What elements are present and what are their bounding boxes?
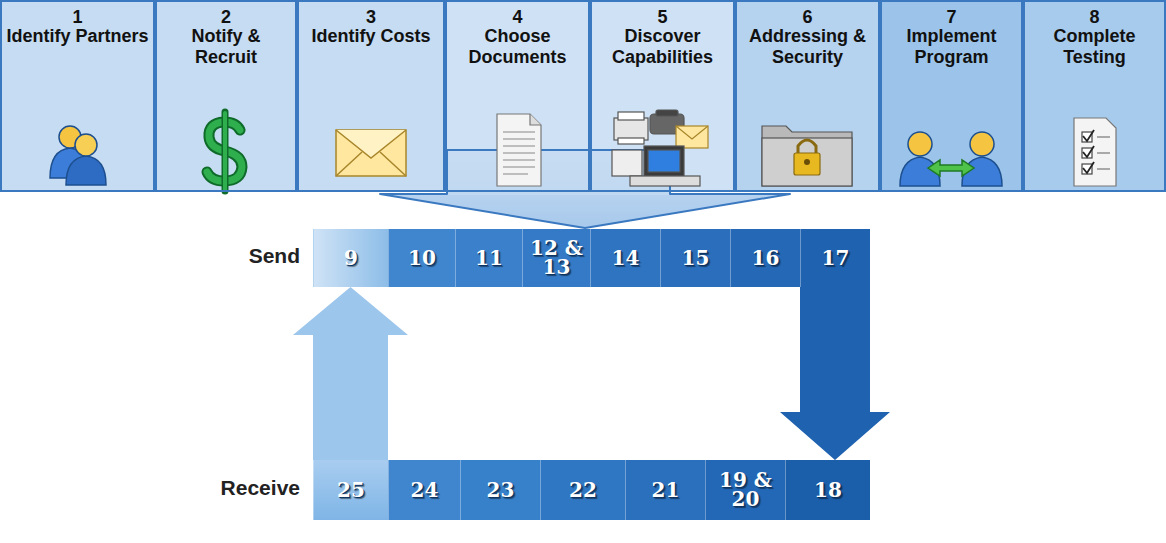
step-number: 12 & 13 (526, 239, 587, 277)
step-number: 9 (344, 249, 358, 268)
step-number: 17 (822, 249, 850, 268)
secure-folder-icon (762, 126, 852, 186)
dollar-icon (207, 112, 242, 191)
step-number: 25 (337, 481, 365, 500)
step-box: 3Identify Costs (297, 0, 445, 192)
step-cell: 10 (388, 229, 455, 287)
step-number: 8 (1089, 8, 1099, 26)
step-box: 7Implement Program (880, 0, 1023, 192)
step-cell: 14 (590, 229, 660, 287)
step-cell: 16 (730, 229, 800, 287)
step-number: 18 (814, 481, 842, 500)
step-cell: 21 (625, 460, 705, 520)
step-number: 16 (752, 249, 780, 268)
step-number: 22 (569, 481, 597, 500)
step-title: Implement Program (882, 26, 1021, 68)
step-cell: 25 (313, 460, 388, 520)
step-title: Identify Partners (2, 26, 152, 47)
step-number: 21 (652, 481, 680, 500)
step-cell: 23 (460, 460, 540, 520)
envelope-icon (336, 130, 406, 176)
exchange-icon (900, 132, 1002, 186)
step-cell: 24 (388, 460, 460, 520)
step-cell: 12 & 13 (522, 229, 590, 287)
step-number: 3 (366, 8, 376, 26)
row-label: Receive (190, 476, 300, 500)
step-number: 7 (946, 8, 956, 26)
step-number: 24 (411, 481, 439, 500)
step-number: 23 (487, 481, 515, 500)
devices-icon (612, 110, 708, 186)
step-title: Discover Capabilities (592, 26, 733, 68)
step-number: 1 (72, 8, 82, 26)
step-cell: 22 (540, 460, 625, 520)
step-number: 19 & 20 (709, 471, 782, 509)
step-number: 15 (682, 249, 710, 268)
step-cell: 18 (785, 460, 870, 520)
step-cell: 17 (800, 229, 870, 287)
step-title: Notify & Recruit (157, 26, 295, 68)
flow-arrow-shaft (448, 151, 669, 195)
step-number: 11 (475, 249, 503, 268)
step-cell: 19 & 20 (705, 460, 785, 520)
step-box: 1Identify Partners (0, 0, 155, 192)
step-box: 4Choose Documents (445, 0, 590, 192)
document-icon (497, 114, 541, 186)
step-number: 4 (512, 8, 522, 26)
step-number: 10 (408, 249, 436, 268)
step-cell: 15 (660, 229, 730, 287)
row-label: Send (190, 244, 300, 268)
step-number: 5 (657, 8, 667, 26)
people-icon (50, 126, 106, 185)
step-box: 2Notify & Recruit (155, 0, 297, 192)
flow-arrow (380, 150, 790, 228)
step-title: Choose Documents (447, 26, 588, 68)
step-box: 8Complete Testing (1023, 0, 1166, 192)
step-cell: 11 (455, 229, 522, 287)
step-box: 6Addressing & Security (735, 0, 880, 192)
flow-arrow (780, 287, 890, 460)
step-number: 2 (221, 8, 231, 26)
step-title: Identify Costs (307, 26, 434, 47)
step-title: Addressing & Security (737, 26, 878, 68)
flow-arrow (293, 287, 408, 460)
step-number: 6 (802, 8, 812, 26)
checklist-icon (1074, 118, 1116, 186)
step-title: Complete Testing (1025, 26, 1164, 68)
step-box: 5Discover Capabilities (590, 0, 735, 192)
step-cell: 9 (313, 229, 388, 287)
step-number: 14 (612, 249, 640, 268)
